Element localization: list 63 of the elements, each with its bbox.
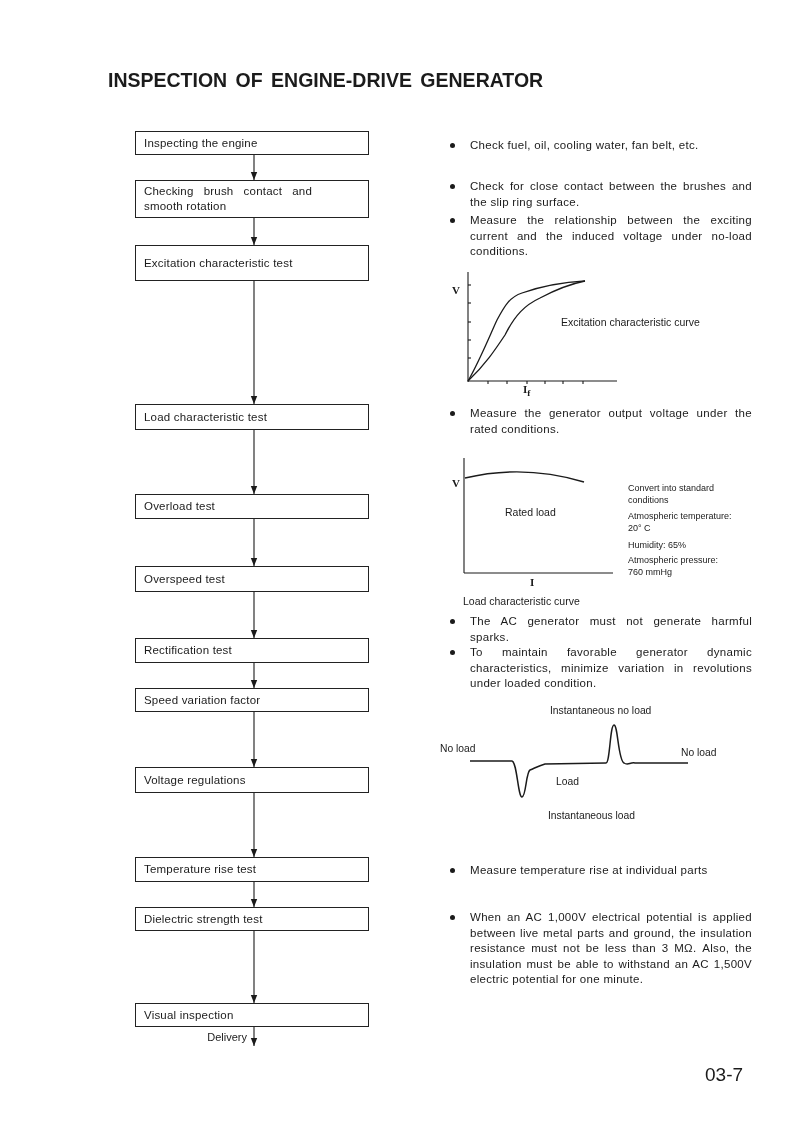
axis-label: V: [452, 477, 460, 489]
step-text: Visual inspection: [144, 1007, 234, 1023]
step-text: Load characteristic test: [144, 409, 268, 425]
condition-text: Convert into standard conditions: [628, 483, 716, 506]
trace-label: No load: [681, 747, 717, 758]
process-box: [135, 131, 369, 155]
trace-label: Load: [556, 776, 579, 787]
step-text: Overload test: [144, 499, 215, 514]
process-box: [135, 566, 369, 592]
flow-arrow: [250, 280, 258, 405]
flow-arrow: [250, 792, 258, 858]
step-text: Inspecting the engine: [144, 135, 258, 151]
condition-text: Atmospheric pressure: 760 mmHg: [628, 555, 720, 578]
flow-arrow: [250, 591, 258, 639]
note-text: Check for close contact between the brushes and the slip ring surface.: [470, 179, 752, 210]
chart-caption: Excitation characteristic curve: [561, 316, 700, 328]
flow-arrow: [250, 881, 258, 908]
step-text: Excitation characteristic test: [144, 255, 293, 271]
note-text: When an AC 1,000V electrical potential is applied between live metal parts and ground, the insulation resistance must not be less than 3 MΩ. Also, the insulation must be able to withstand an AC 1,500V electric potential for one minute.: [470, 910, 752, 987]
trace-label: Instantaneous no load: [550, 705, 652, 716]
step-text: Overspeed test: [144, 571, 225, 587]
axis-label: V: [452, 284, 460, 296]
process-box: [135, 857, 369, 882]
axis-label: I$_{f}$: [523, 383, 531, 399]
note-text: Measure temperature rise at individual parts: [470, 863, 709, 878]
flow-arrow: [250, 711, 258, 768]
step-text: Rectification test: [144, 643, 232, 658]
flow-arrow: [250, 930, 258, 1004]
note-text: The AC generator must not generate harmful sparks.: [470, 614, 752, 645]
curve-label: Rated load: [505, 506, 556, 518]
step-text: Temperature rise test: [144, 862, 257, 877]
page-number: 03-7: [705, 1064, 744, 1086]
process-box: [135, 1003, 369, 1027]
process-box: [135, 688, 369, 712]
flow-arrow: [250, 154, 258, 181]
condition-text: Atmospheric temperature: 20° C: [628, 511, 733, 534]
process-box: [135, 245, 369, 281]
flow-arrow: [250, 662, 258, 689]
process-box: [135, 638, 369, 663]
flow-arrow: [250, 217, 258, 246]
note-text: Measure the relationship between the exciting current and the induced voltage under no-load conditions.: [470, 213, 752, 259]
flow-arrow: [250, 1026, 258, 1047]
process-box: [135, 404, 369, 430]
page-title: INSPECTION OF ENGINE-DRIVE GENERATOR: [108, 69, 544, 92]
step-text: Speed variation factor: [144, 692, 261, 708]
chart-caption: Load characteristic curve: [463, 595, 580, 607]
trace-label: Instantaneous load: [548, 810, 636, 821]
process-box: [135, 907, 369, 931]
edge-label: Delivery: [207, 1030, 247, 1043]
process-box: [135, 180, 369, 218]
process-box: [135, 494, 369, 519]
flow-arrow: [250, 518, 258, 567]
axis-label: I: [530, 576, 535, 588]
note-text: To maintain favorable generator dynamic characteristics, minimize variation in revolutions under loaded condition.: [470, 645, 752, 691]
step-text: Dielectric strength test: [144, 911, 263, 927]
step-text: Voltage regulations: [144, 772, 246, 788]
flow-arrow: [250, 429, 258, 495]
process-box: [135, 767, 369, 793]
note-text: Measure the generator output voltage under the rated conditions.: [470, 406, 752, 437]
trace-label: No load: [440, 743, 476, 754]
condition-text: Humidity: 65%: [628, 540, 688, 552]
step-text: Checking brush contact and smooth rotation: [144, 184, 312, 214]
note-text: Check fuel, oil, cooling water, fan belt, etc.: [470, 138, 700, 153]
